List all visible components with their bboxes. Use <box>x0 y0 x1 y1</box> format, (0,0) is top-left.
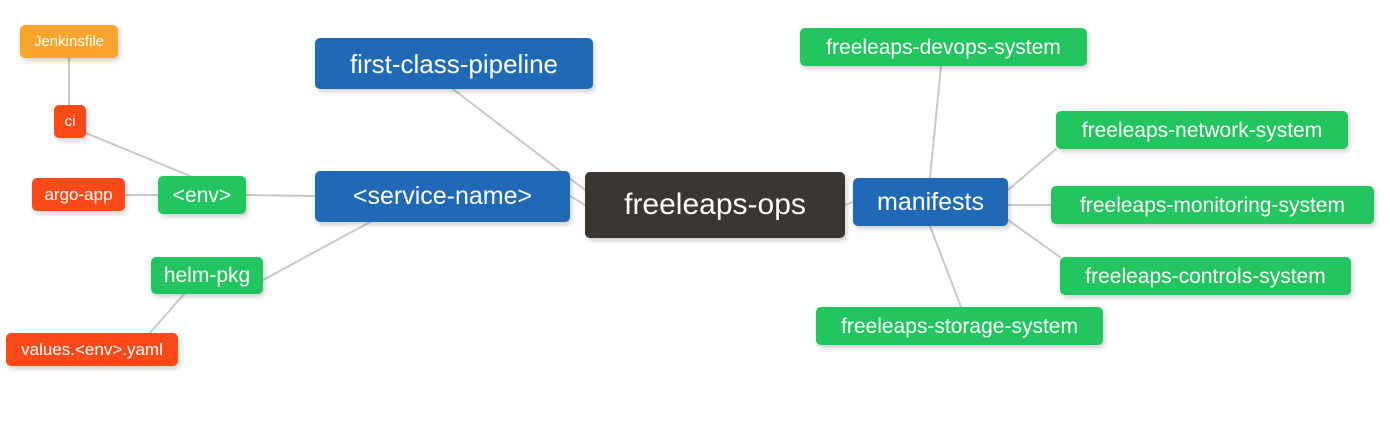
node-argo-app[interactable]: argo-app <box>32 178 125 211</box>
edge-env-to-ci <box>85 132 191 177</box>
edge-manifests-to-freeleaps-storage-system <box>929 225 962 308</box>
node-ci[interactable]: ci <box>54 105 86 138</box>
node-first-class-pipeline[interactable]: first-class-pipeline <box>315 38 593 89</box>
edge-manifests-to-freeleaps-network-system <box>1007 148 1057 191</box>
edge-service-name-to-env <box>245 194 316 197</box>
node-helm-pkg[interactable]: helm-pkg <box>151 257 263 294</box>
node-service-name[interactable]: <service-name> <box>315 171 570 222</box>
node-freeleaps-controls-system[interactable]: freeleaps-controls-system <box>1060 257 1351 295</box>
node-freeleaps-devops-system[interactable]: freeleaps-devops-system <box>800 28 1087 66</box>
edge-service-name-to-helm-pkg <box>262 221 371 281</box>
node-freeleaps-network-system[interactable]: freeleaps-network-system <box>1056 111 1348 149</box>
node-values-yaml[interactable]: values.<env>.yaml <box>6 333 178 366</box>
node-freeleaps-monitoring-system[interactable]: freeleaps-monitoring-system <box>1051 186 1374 224</box>
node-jenkinsfile[interactable]: Jenkinsfile <box>20 25 118 58</box>
edge-root-to-service-name <box>569 195 586 206</box>
node-manifests[interactable]: manifests <box>853 178 1008 226</box>
node-freeleaps-storage-system[interactable]: freeleaps-storage-system <box>816 307 1103 345</box>
node-env[interactable]: <env> <box>158 176 246 214</box>
edge-manifests-to-freeleaps-controls-system <box>1007 219 1061 258</box>
edge-helm-pkg-to-values-yaml <box>149 293 185 334</box>
edge-root-to-manifests <box>844 201 854 206</box>
node-root[interactable]: freeleaps-ops <box>585 172 845 238</box>
edge-manifests-to-freeleaps-devops-system <box>929 65 942 179</box>
